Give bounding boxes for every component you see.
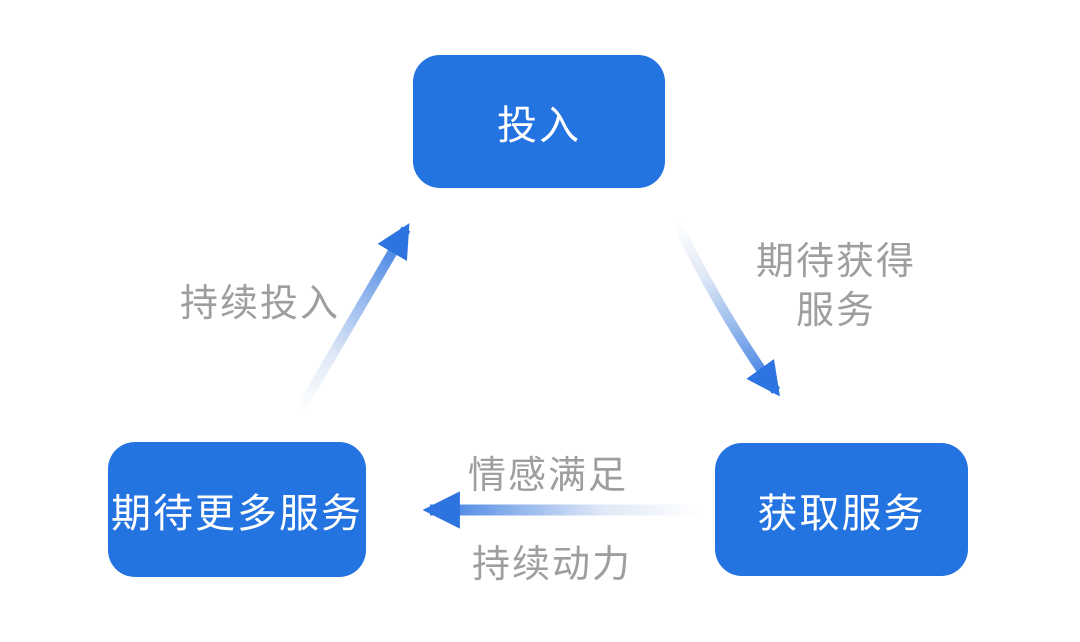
node-get-service-label: 获取服务 [757, 491, 926, 536]
node-invest-label: 投入 [497, 103, 581, 148]
edge-label-emotional-satisfaction: 情感满足 [468, 455, 629, 497]
edge-label-continuous-investment: 持续投入 [180, 283, 341, 325]
edge-label-continuous-motivation: 持续动力 [472, 544, 633, 586]
node-invest: 投入 [413, 55, 665, 188]
edge-label-expect-obtain-service: 期待获得 服务 [755, 241, 916, 332]
arrow-invest-to-service [672, 220, 781, 397]
node-expect-more-service-label: 期待更多服务 [111, 491, 363, 536]
node-get-service: 获取服务 [715, 443, 968, 576]
arrow-expect-to-invest [295, 223, 411, 413]
node-expect-more-service: 期待更多服务 [108, 442, 366, 577]
